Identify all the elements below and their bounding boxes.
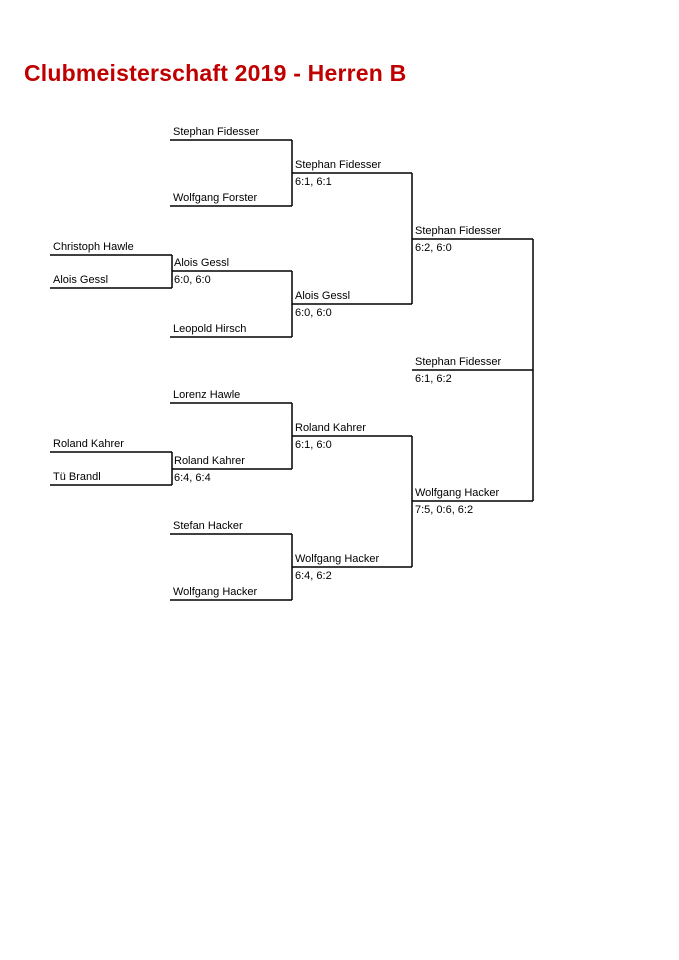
r1-m1-player1: Christoph Hawle xyxy=(53,241,134,253)
r1-m2-player2: Tü Brandl xyxy=(53,471,101,483)
r2-m2-score: 6:0, 6:0 xyxy=(174,274,211,286)
r4-player2: Wolfgang Hacker xyxy=(415,487,500,499)
r1-m2-player1: Roland Kahrer xyxy=(53,438,124,450)
r3-m2-player2: Wolfgang Hacker xyxy=(295,553,380,565)
r2-m1-player1: Stephan Fidesser xyxy=(173,126,260,138)
r3-m1-player2: Alois Gessl xyxy=(295,290,351,302)
r4-player1: Stephan Fidesser xyxy=(415,225,502,237)
r2-m3-player1: Lorenz Hawle xyxy=(173,389,241,401)
r4-score1: 6:2, 6:0 xyxy=(415,242,452,254)
final-winner: Stephan Fidesser xyxy=(415,356,502,368)
r2-m4-player1: Stefan Hacker xyxy=(173,520,243,532)
r3-m1-score2: 6:0, 6:0 xyxy=(295,307,332,319)
r3-m1-score1: 6:1, 6:1 xyxy=(295,176,332,188)
r3-m2-player1: Roland Kahrer xyxy=(295,422,366,434)
final-score: 6:1, 6:2 xyxy=(415,373,452,385)
r3-m2-score2: 6:4, 6:2 xyxy=(295,570,332,582)
r4-score2: 7:5, 0:6, 6:2 xyxy=(415,504,474,516)
r2-m2-player2: Leopold Hirsch xyxy=(173,323,247,335)
r3-m2-score1: 6:1, 6:0 xyxy=(295,439,332,451)
page-title: Clubmeisterschaft 2019 - Herren B xyxy=(24,60,407,86)
r3-m1-player1: Stephan Fidesser xyxy=(295,159,382,171)
r2-m3-score: 6:4, 6:4 xyxy=(174,472,211,484)
r2-m1-player2: Wolfgang Forster xyxy=(173,192,258,204)
r1-m1-player2: Alois Gessl xyxy=(53,274,109,286)
r2-m2-player1: Alois Gessl xyxy=(174,257,230,269)
r2-m4-player2: Wolfgang Hacker xyxy=(173,586,258,598)
r2-m3-player2: Roland Kahrer xyxy=(174,455,245,467)
